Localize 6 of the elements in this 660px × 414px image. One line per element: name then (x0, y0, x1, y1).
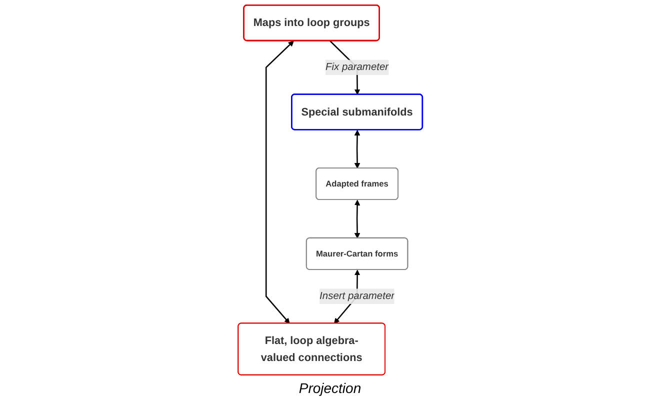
arrow (354, 130, 360, 169)
arrow (265, 40, 294, 324)
note-text: Projection (298, 380, 362, 396)
edge-label: Fix parameter (325, 62, 388, 72)
arrow (354, 200, 360, 238)
edge-label: Insert parameter (319, 290, 394, 302)
